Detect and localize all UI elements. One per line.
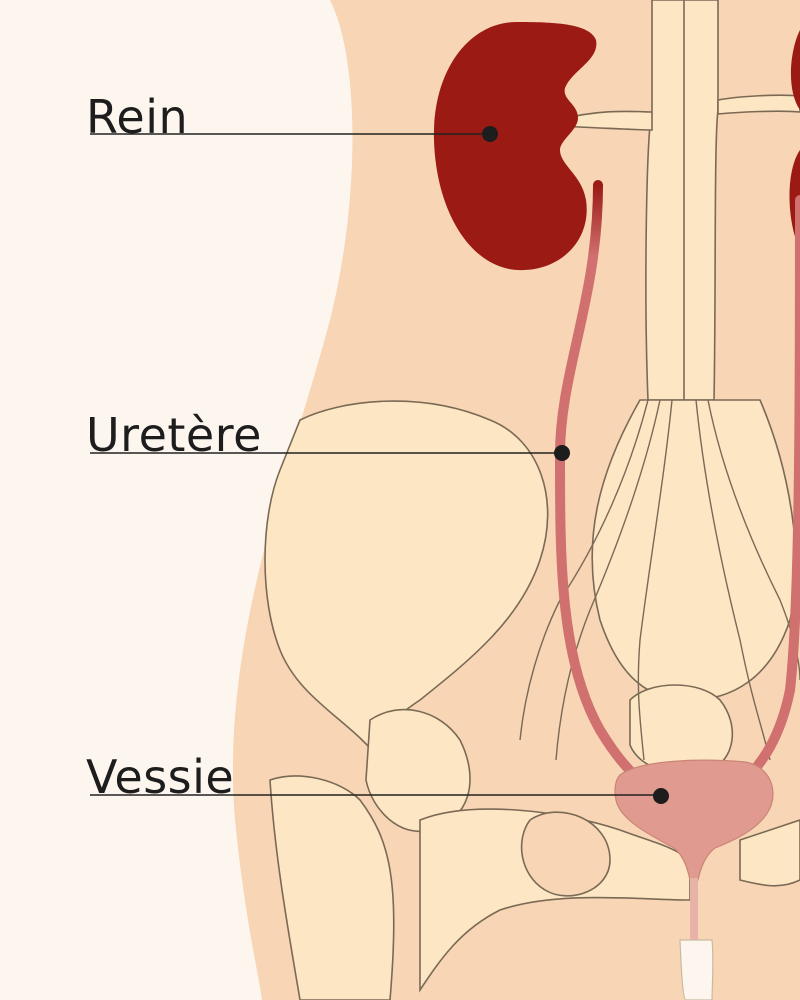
leader-dot-bladder (653, 788, 669, 804)
leader-dot-ureter (554, 445, 570, 461)
leader-dot-kidney (482, 126, 498, 142)
label-ureter: Uretère (86, 412, 262, 458)
urethra-opening (680, 940, 713, 1000)
label-bladder: Vessie (86, 754, 234, 800)
sacrum (592, 400, 796, 700)
urethra (690, 878, 698, 940)
label-kidney: Rein (86, 94, 188, 140)
